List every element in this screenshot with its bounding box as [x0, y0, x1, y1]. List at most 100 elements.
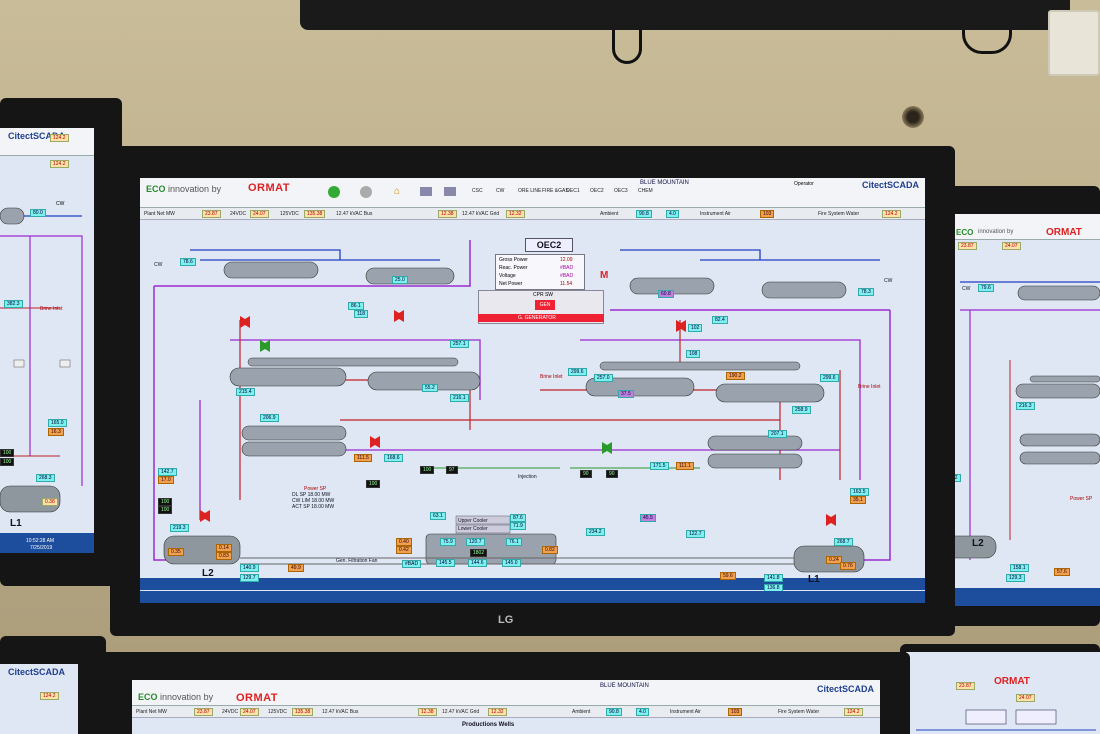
readout: 163.5 [850, 488, 869, 496]
readout: 219.3 [170, 524, 189, 532]
home-icon[interactable]: ⌂ [394, 186, 401, 197]
power-sp-row: DL SP 18.00 MW [292, 492, 331, 498]
readout: 129.7 [240, 574, 259, 582]
left-val: 268.3 [36, 474, 55, 482]
lower-cooler-label: Lower Cooler [458, 526, 488, 532]
readout: 111.5 [354, 454, 372, 462]
cw-label-right: CW [884, 278, 893, 284]
bottom-subtitle: Productions Wells [462, 722, 515, 728]
nav-oec2[interactable]: OEC2 [590, 188, 604, 194]
readout: 216.1 [450, 394, 469, 402]
readout: 122.7 [686, 530, 705, 538]
right-val: 24.07 [1002, 242, 1021, 250]
bottom-ambient-value: 90.8 [606, 708, 622, 716]
nav-oec3[interactable]: OEC3 [614, 188, 628, 194]
left-screen: CitectSCADA 124.2 124.2 CW 80.0 382.3 Br… [0, 128, 94, 553]
scada-topbar: ECO innovation by ORMAT ⌂ BLUE MOUNTAIN … [140, 178, 925, 208]
readout: 215.4 [236, 388, 255, 396]
bottom-air-label: Instrument Air [670, 709, 701, 715]
readout: 0.83 [216, 552, 232, 560]
readout: 120.7 [466, 538, 485, 546]
nav-fire-gas[interactable]: FIRE &GAS [542, 188, 569, 194]
right-val: 158.1 [1010, 564, 1029, 572]
generator-panel: Gross Power Reac. Power Voltage Net Powe… [495, 254, 585, 290]
readout: 111.1 [676, 462, 694, 470]
readout: 97 [446, 466, 458, 474]
readout: 90 [606, 470, 618, 478]
right-val: 79.6 [978, 284, 994, 292]
ambient-label: Ambient [600, 211, 619, 217]
dc125-label: 125VDC [280, 211, 299, 217]
readout: 234.2 [586, 528, 605, 536]
forward-arrow-icon[interactable] [360, 186, 372, 198]
readout: 118 [354, 310, 368, 318]
bottom-ambient-label: Ambient [572, 709, 591, 715]
power-sp-label: Power SP [304, 486, 327, 492]
nav-oec1[interactable]: OEC1 [566, 188, 580, 194]
readout: 0.42 [396, 546, 412, 554]
readout: 55.2 [422, 384, 438, 392]
left-l1-label: L1 [10, 518, 22, 529]
right-val: 129.3 [1006, 574, 1025, 582]
readout: 59.6 [720, 572, 736, 580]
br-brand: ORMAT [994, 676, 1030, 687]
report-icon[interactable] [444, 187, 456, 196]
bottom-grid-label: 12.47 kVAC Grid [442, 709, 480, 715]
bus-value: 12.38 [438, 210, 457, 218]
br-val: 23.87 [956, 682, 975, 690]
gen-button[interactable]: GEN [535, 300, 555, 310]
l1-label: L1 [808, 574, 820, 585]
nav-ore-line[interactable]: ORE LINE [518, 188, 542, 194]
generator-bar[interactable]: G. GENERATOR [478, 314, 604, 322]
readout: 71.9 [510, 522, 526, 530]
right-tagline: innovation by [978, 229, 1014, 235]
injection-label: Injection [518, 474, 537, 480]
bottom-ormat-logo: ORMAT [236, 692, 279, 704]
nav-chem[interactable]: CHEM [638, 188, 653, 194]
gen-filtration-label: Gen. Filtration Fan [336, 558, 378, 564]
readout: 0.40 [396, 538, 412, 546]
bottom-dc24-label: 24VDC [222, 709, 239, 715]
bottom-grid-value: 12.32 [488, 708, 507, 716]
operator-label: Operator [794, 181, 814, 187]
brine-inlet-label: Brine Inlet [540, 374, 563, 380]
left-val: 100 [0, 449, 15, 457]
bottom-fire-value: 124.2 [844, 708, 863, 716]
left-brine: Brine Inlet [40, 306, 63, 312]
nav-csc[interactable]: CSC [472, 188, 483, 194]
readout: 206.9 [260, 414, 279, 422]
readout: 141.8 [764, 574, 783, 582]
readout: 63.1 [430, 512, 446, 520]
cable [612, 30, 642, 64]
readout: 145.0 [502, 559, 521, 567]
bottom-topbar: ECO innovation by ORMAT BLUE MOUNTAIN Ci… [132, 680, 880, 706]
left-val-top: 124.2 [50, 134, 69, 142]
readout: 257.1 [450, 340, 469, 348]
gen-value: #BAD [560, 265, 574, 271]
right-eco: ECO [956, 228, 974, 237]
gen-label: Gross Power [499, 257, 528, 263]
windows-taskbar [140, 591, 925, 603]
bl-val: 124.2 [40, 692, 59, 700]
left-val: 124.2 [50, 160, 69, 168]
readout: 35.1 [850, 496, 866, 504]
bottom-status-row: Plant Net MW 23.87 24VDC 24.07 125VDC 13… [132, 706, 880, 718]
back-arrow-icon[interactable] [328, 186, 340, 198]
readout: 87.6 [510, 514, 526, 522]
bottom-dc125-value: 135.38 [292, 708, 314, 716]
monitor-icon[interactable] [420, 187, 432, 196]
l2-label: L2 [202, 568, 214, 579]
readout: 49.9 [288, 564, 304, 572]
left-val: 16.3 [48, 428, 64, 436]
plant-net-label: Plant Net MW [144, 211, 175, 217]
readout: 76.1 [506, 538, 522, 546]
readout: #BAD [402, 560, 422, 568]
brine-inlet-label: Brine Inlet [858, 384, 881, 390]
readout: 0.76 [840, 562, 856, 570]
ambient-value: 90.8 [636, 210, 652, 218]
main-screen: ECO innovation by ORMAT ⌂ BLUE MOUNTAIN … [140, 178, 925, 603]
ormat-logo: ORMAT [248, 182, 291, 194]
dc125-value: 135.38 [304, 210, 326, 218]
nav-cw[interactable]: CW [496, 188, 505, 194]
gen-value: #BAD [560, 273, 574, 279]
